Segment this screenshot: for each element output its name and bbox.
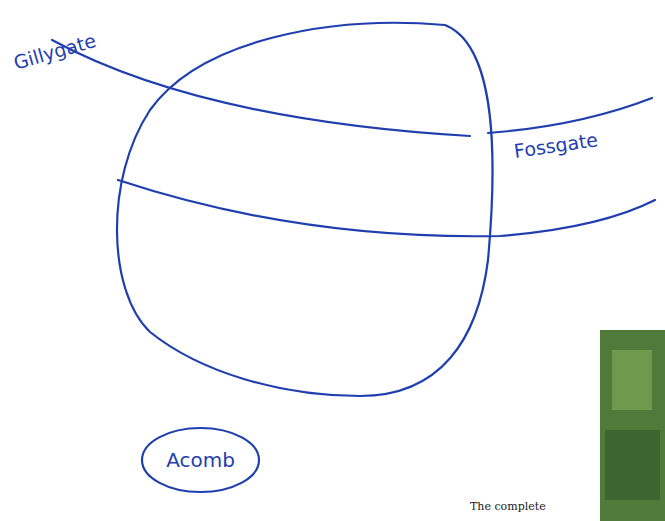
caption-fragment: The complete: [470, 500, 546, 513]
photo-fragment: [612, 350, 652, 410]
place-circle: Acomb: [140, 426, 261, 494]
street-line: [118, 180, 655, 236]
street-name: Fossgate: [512, 128, 599, 162]
street-line: [488, 98, 652, 133]
area-outline: [117, 23, 493, 396]
street-line: [52, 40, 470, 136]
photo-fragment: [605, 430, 660, 500]
street-name: Gillygate: [11, 29, 98, 73]
place-name: Acomb: [140, 448, 261, 472]
photo-fragment: [600, 330, 665, 521]
